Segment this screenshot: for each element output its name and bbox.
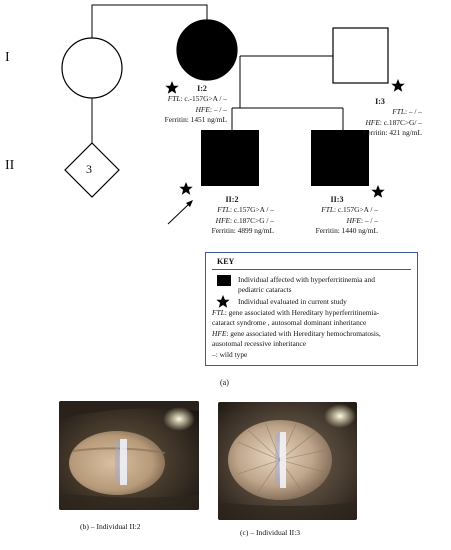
legend-hfe-line2: ausotomal recessive inheritance bbox=[212, 339, 306, 348]
info-i3: FTL: – / – HFE: c.187C>G/ – Ferritin: 42… bbox=[338, 107, 422, 139]
individual-i2-affected-female bbox=[176, 19, 238, 81]
legend-affected-line1: Individual affected with hyperferritinem… bbox=[238, 275, 375, 284]
label-ii3: II:3 bbox=[330, 195, 344, 204]
legend-star-icon bbox=[216, 295, 230, 308]
eye-photo-ii2-icon bbox=[59, 401, 199, 510]
genotype-ftl: : – / – bbox=[404, 107, 422, 116]
legend-divider bbox=[212, 269, 411, 270]
genotype-hfe: : c.187C>G/ – bbox=[379, 117, 422, 127]
proband-arrow-icon bbox=[167, 200, 193, 225]
evaluated-star-i2-icon bbox=[165, 81, 179, 94]
legend-title: KEY bbox=[217, 257, 235, 266]
slit-lamp-photo-ii2 bbox=[59, 401, 199, 510]
slit-lamp-photo-ii3 bbox=[218, 402, 357, 520]
gene-hfe: HFE bbox=[195, 104, 210, 114]
label-i2: I:2 bbox=[197, 84, 207, 93]
gene-ftl: FTL bbox=[392, 107, 405, 116]
generation-label-i: I bbox=[5, 50, 10, 65]
gene-hfe: HFE bbox=[365, 117, 380, 127]
legend-ftl-line2: cataract syndrome , autosomal dominant i… bbox=[212, 318, 367, 327]
gene-ftl: FTL bbox=[167, 94, 181, 103]
legend-evaluated: Individual evaluated in current study bbox=[238, 297, 347, 306]
pedigree-diagram bbox=[61, 4, 405, 225]
pedigree-lines bbox=[91, 4, 344, 143]
label-i3: I:3 bbox=[375, 97, 385, 106]
panel-label-a: (a) bbox=[220, 378, 229, 387]
info-ii3: FTL: c.157G>A / – HFE: – / – Ferritin: 1… bbox=[290, 205, 378, 237]
legend-affected-line2: pediatric cataracts bbox=[238, 285, 292, 294]
gene-ftl: FTL bbox=[321, 205, 334, 214]
genotype-hfe: : – / – bbox=[360, 215, 378, 225]
gene-hfe: HFE bbox=[346, 215, 361, 225]
info-ii2: FTL: c.157G>A / – HFE: c.187C>G / – Ferr… bbox=[190, 205, 274, 237]
generation-label-ii: II bbox=[5, 158, 15, 173]
individual-ii2-affected-male bbox=[201, 130, 259, 186]
individual-i3-unaffected-male bbox=[332, 27, 389, 84]
genotype-hfe: : c.187C>G / – bbox=[230, 215, 274, 225]
caption-c: (c) – Individual II:3 bbox=[240, 528, 301, 537]
siblings-diamond bbox=[64, 142, 120, 198]
legend-ftl-text: : gene associated with Hereditary hyperf… bbox=[224, 308, 380, 317]
genotype-ftl: : c.-157G>A / – bbox=[180, 94, 227, 103]
ferritin-value: Ferritin: 1440 ng/mL bbox=[315, 226, 378, 235]
legend-hfe-text: : gene associated with Hereditary hemoch… bbox=[226, 329, 381, 338]
individual-ii3-affected-male bbox=[311, 130, 369, 186]
legend-ftl-line1: FTL: gene associated with Hereditary hyp… bbox=[212, 308, 379, 318]
evaluated-star-ii3-icon bbox=[371, 185, 385, 198]
evaluated-star-ii2-icon bbox=[179, 182, 193, 195]
caption-b: (b) – Individual II:2 bbox=[80, 522, 141, 531]
legend-wild-type: –: wild type bbox=[212, 350, 248, 359]
legend-hfe-line1: HFE: gene associated with Hereditary hem… bbox=[212, 329, 381, 339]
ferritin-value: Ferritin: 4899 ng/mL bbox=[211, 226, 274, 235]
legend-key: KEY Individual affected with hyperferrit… bbox=[205, 252, 418, 366]
sibship-line-gen1 bbox=[91, 4, 208, 38]
label-ii2: II:2 bbox=[225, 195, 239, 204]
genotype-ftl: : c.157G>A / – bbox=[334, 205, 378, 214]
genotype-hfe: : – / – bbox=[209, 104, 227, 114]
individual-i1-unaffected-female bbox=[61, 37, 123, 99]
ferritin-value: Ferritin: 1451 ng/mL bbox=[164, 115, 227, 124]
evaluated-star-i3-icon bbox=[391, 79, 405, 92]
gene-hfe: HFE bbox=[215, 215, 230, 225]
ferritin-value: Ferritin: 421 ng/mL bbox=[363, 128, 422, 137]
gene-ftl: FTL bbox=[217, 205, 230, 214]
legend-hfe-gene: HFE bbox=[212, 329, 227, 338]
eye-photo-ii3-icon bbox=[218, 402, 357, 520]
siblings-count: 3 bbox=[86, 162, 92, 176]
genotype-ftl: : c.157G>A / – bbox=[230, 205, 274, 214]
legend-ftl-gene: FTL bbox=[212, 308, 225, 317]
legend-affected-square-icon bbox=[217, 275, 231, 286]
info-i2: FTL: c.-157G>A / – HFE: – / – Ferritin: … bbox=[137, 94, 227, 126]
